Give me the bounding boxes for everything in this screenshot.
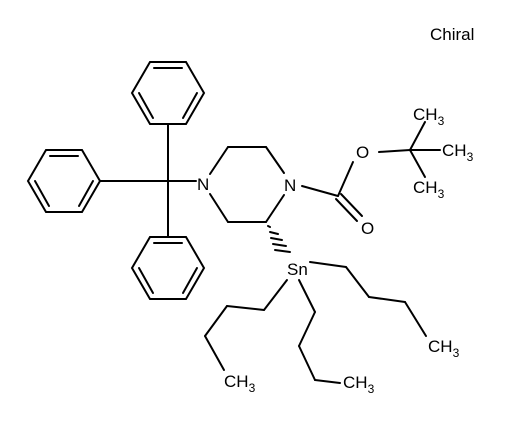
atom-n4: N <box>197 175 209 194</box>
trityl-bonds <box>99 123 197 238</box>
phenyl-ring-top <box>130 61 206 125</box>
atom-tin: Sn <box>287 260 308 279</box>
methyl-tbu-right: CH3 <box>442 141 474 164</box>
butyl-chain-left <box>204 279 288 371</box>
hashed-wedge-bond <box>267 225 291 253</box>
methyl-butyl-right: CH3 <box>428 337 460 360</box>
phenyl-ring-left <box>26 149 102 213</box>
butyl-chain-right <box>309 261 427 337</box>
methyl-butyl-bottom: CH3 <box>343 373 375 396</box>
chiral-flag: Chiral <box>430 25 474 44</box>
boc-group <box>301 121 441 222</box>
atom-o-carbonyl: O <box>361 219 374 238</box>
methyl-tbu-bottom: CH3 <box>413 178 445 201</box>
atom-o-ester: O <box>356 143 369 162</box>
atom-n1: N <box>284 176 296 195</box>
methyl-tbu-top: CH3 <box>413 105 445 128</box>
methyl-butyl-left: CH3 <box>224 372 256 395</box>
butyl-chain-bottom <box>298 279 341 384</box>
piperazine-ring <box>209 146 285 223</box>
phenyl-ring-bottom <box>130 236 206 300</box>
